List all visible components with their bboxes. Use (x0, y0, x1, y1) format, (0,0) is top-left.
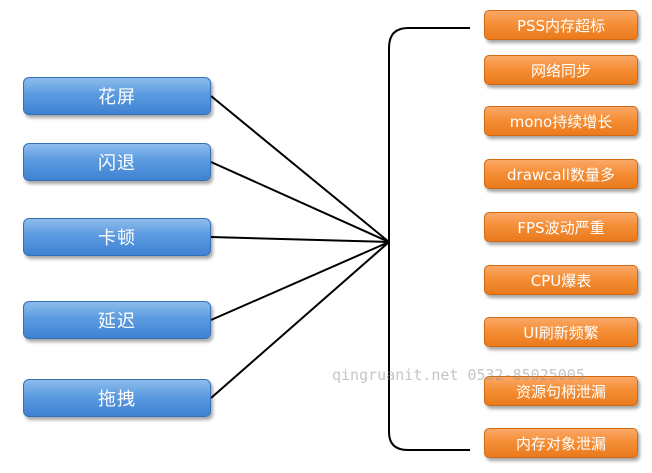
connector-line-1 (210, 95, 390, 243)
symptom-connectors (210, 95, 390, 399)
cause-box-2: 网络同步 (484, 55, 638, 85)
cause-box-3: mono持续增长 (484, 106, 638, 136)
symptom-box-2: 闪退 (23, 143, 211, 181)
symptom-box-3: 卡顿 (23, 218, 211, 256)
cause-box-4: drawcall数量多 (484, 159, 638, 189)
connector-line-3 (210, 236, 390, 243)
connector-line-2 (210, 161, 390, 243)
cause-box-7: UI刷新频繁 (484, 317, 638, 347)
cause-box-6: CPU爆表 (484, 265, 638, 295)
symptom-box-4: 延迟 (23, 301, 211, 339)
connector-line-5 (210, 241, 390, 399)
cause-box-5: FPS波动严重 (484, 212, 638, 242)
connector-line-4 (210, 241, 390, 321)
cause-box-8: 资源句柄泄漏 (484, 376, 638, 406)
grouping-brace (388, 27, 470, 451)
cause-box-9: 内存对象泄漏 (484, 428, 638, 458)
symptom-box-5: 拖拽 (23, 379, 211, 417)
cause-box-1: PSS内存超标 (484, 10, 638, 40)
symptom-box-1: 花屏 (23, 77, 211, 115)
